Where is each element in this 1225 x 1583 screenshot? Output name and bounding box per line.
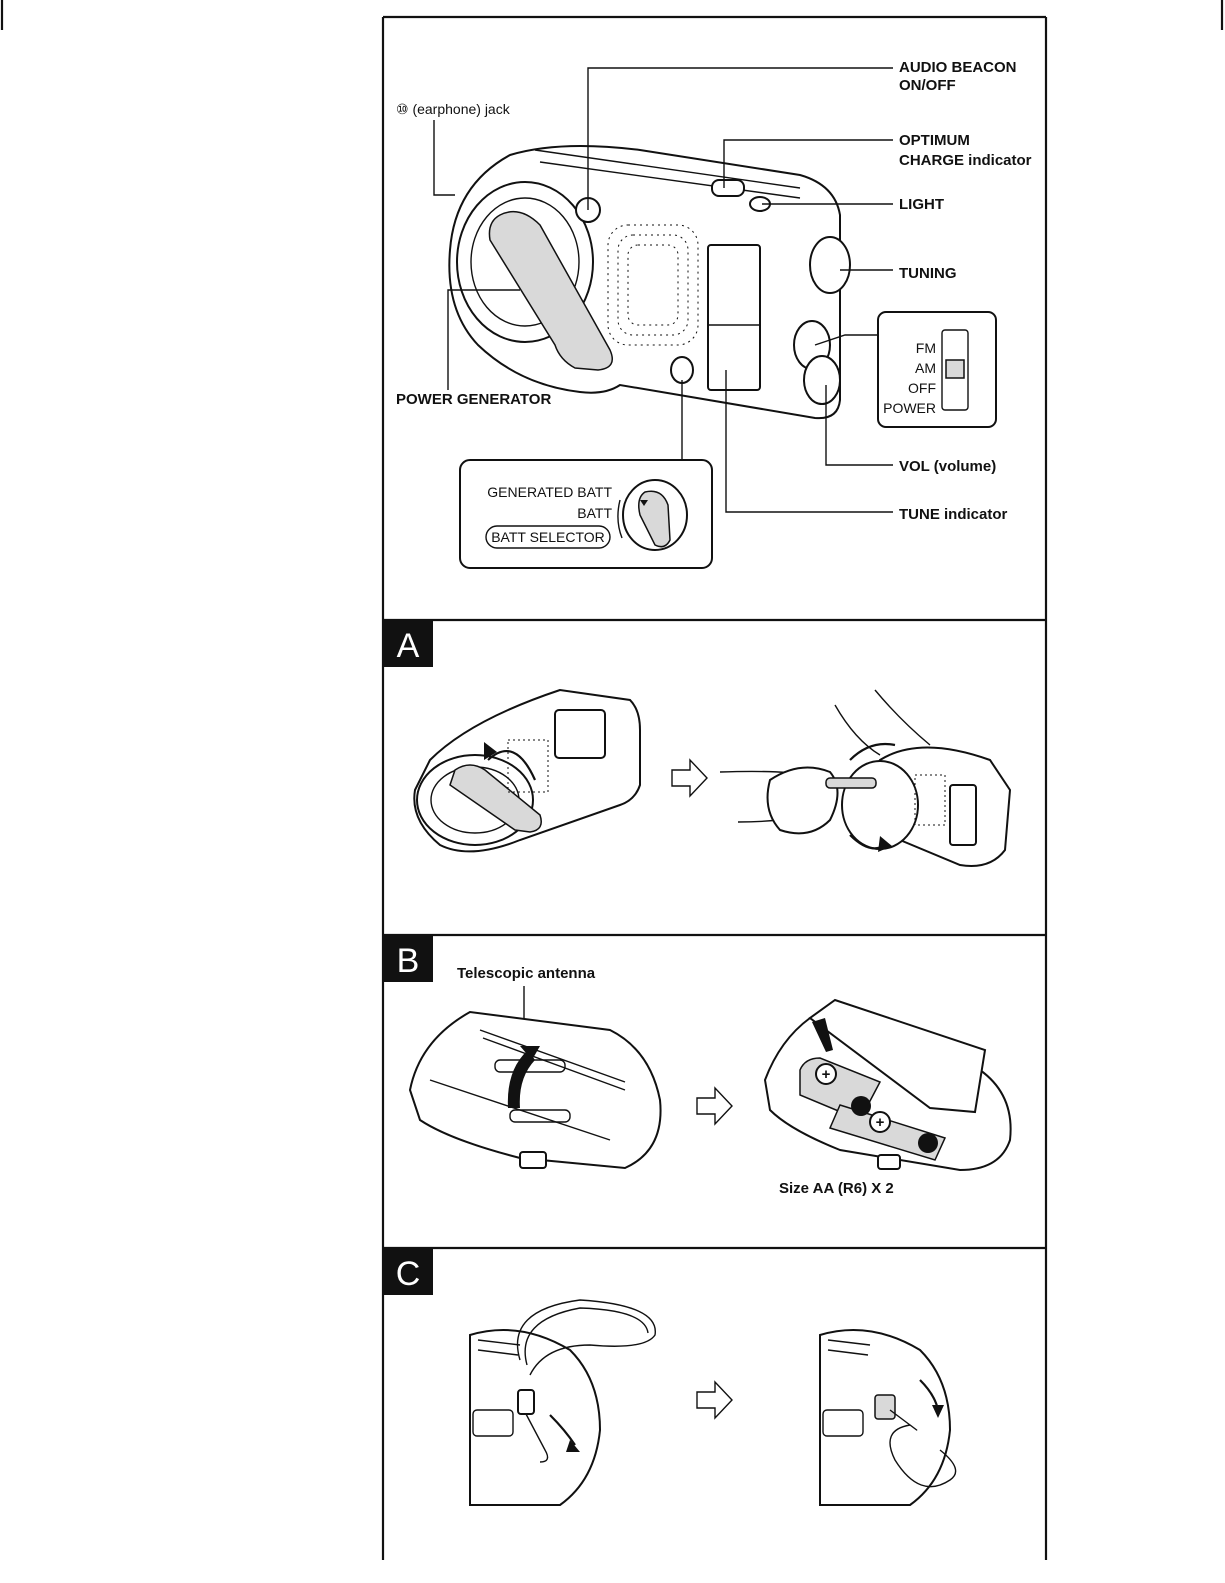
label-optimum-1: OPTIMUM	[899, 132, 970, 149]
b-radio-back	[410, 1012, 661, 1168]
c-strap-right	[820, 1330, 956, 1505]
label-tuning: TUNING	[899, 265, 957, 282]
batt-generated: GENERATED BATT	[487, 484, 612, 500]
svg-text:+: +	[876, 1114, 885, 1131]
label-tune-indicator: TUNE indicator	[899, 506, 1008, 523]
section-a-letter: A	[397, 627, 420, 665]
batt-selector-name: BATT SELECTOR	[491, 529, 605, 545]
b-battery-compartment: + +	[765, 1000, 1011, 1170]
leader-earphone	[434, 120, 455, 195]
batt-batt: BATT	[577, 505, 612, 521]
section-b: B Telescopic antenna + +	[383, 935, 1011, 1197]
batt-selector-inset: GENERATED BATT BATT BATT SELECTOR	[460, 460, 712, 568]
b-arrow	[697, 1088, 732, 1124]
label-earphone-jack: ⑩ (earphone) jack	[396, 101, 511, 117]
label-power-generator: POWER GENERATOR	[396, 391, 551, 408]
section-b-letter: B	[397, 942, 420, 980]
tuning-knob	[810, 237, 850, 293]
optimum-charge-led	[712, 180, 744, 196]
band-am: AM	[915, 360, 936, 376]
label-audio-beacon-1: AUDIO BEACON	[899, 59, 1017, 76]
c-strap-left	[470, 1300, 655, 1505]
band-off: OFF	[908, 380, 936, 396]
label-light: LIGHT	[899, 196, 944, 213]
c-arrow	[697, 1382, 732, 1418]
label-battery-size: Size AA (R6) X 2	[779, 1180, 894, 1197]
section-c: C	[383, 1248, 956, 1505]
vol-knob	[804, 356, 840, 404]
tune-window	[708, 245, 760, 390]
label-telescopic-antenna: Telescopic antenna	[457, 965, 596, 982]
band-switch-inset: FM AM OFF POWER	[878, 312, 996, 427]
a-hand-crank	[720, 690, 1010, 866]
label-vol: VOL (volume)	[899, 458, 996, 475]
band-power: POWER	[883, 400, 936, 416]
label-optimum-2: CHARGE indicator	[899, 152, 1032, 169]
svg-text:+: +	[822, 1066, 831, 1083]
a-radio-left	[414, 690, 640, 851]
band-fm: FM	[916, 340, 936, 356]
a-arrow	[672, 760, 707, 796]
radio-overview	[434, 68, 893, 512]
label-audio-beacon-2: ON/OFF	[899, 77, 956, 94]
batt-selector-knob	[671, 357, 693, 383]
section-a: A	[383, 620, 1010, 866]
section-c-letter: C	[396, 1255, 421, 1293]
